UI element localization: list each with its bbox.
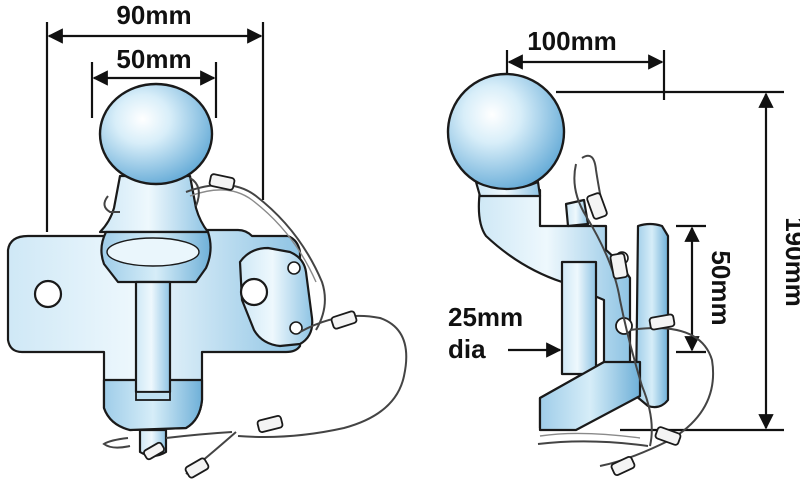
safety-cable-upper-shadow bbox=[189, 189, 317, 283]
lower-body bbox=[102, 378, 204, 432]
cable-sleeve-2 bbox=[330, 310, 358, 330]
label-ball-diameter: 50mm bbox=[116, 44, 191, 74]
pin-base bbox=[135, 391, 171, 401]
side-view bbox=[446, 50, 784, 476]
lug-eye-bottom bbox=[289, 321, 303, 335]
rear-plate bbox=[634, 222, 670, 409]
coupling-pin bbox=[134, 280, 172, 394]
label-pin-spacing: 50mm bbox=[706, 250, 736, 325]
side-cable-main bbox=[573, 163, 653, 447]
tow-ball bbox=[98, 82, 214, 186]
spring-clip-right bbox=[189, 177, 200, 207]
r-clip-arm bbox=[165, 431, 233, 439]
lug-hole bbox=[239, 277, 269, 307]
cable-sleeve-3 bbox=[256, 415, 284, 433]
side-tow-ball bbox=[446, 72, 566, 192]
bolt-hole bbox=[33, 279, 63, 309]
r-clip bbox=[102, 437, 131, 449]
side-spring-clip bbox=[539, 432, 641, 439]
collar-highlight bbox=[106, 237, 200, 267]
spring-clip-left bbox=[103, 195, 120, 213]
side-cable-sleeve-2 bbox=[609, 252, 629, 280]
side-cable-sleeve-1 bbox=[586, 192, 608, 220]
side-coupling-pin bbox=[560, 260, 598, 376]
label-pin-diameter-2: dia bbox=[448, 334, 486, 364]
label-pin-diameter-1: 25mm bbox=[448, 302, 523, 332]
label-height-overall: 190mm bbox=[780, 217, 800, 307]
side-cable-sleeve-4 bbox=[654, 426, 682, 446]
label-ball-offset: 100mm bbox=[527, 26, 617, 56]
cable-sleeve-5 bbox=[143, 441, 165, 461]
bottom-jaw bbox=[538, 360, 642, 432]
side-cable-sleeve-3 bbox=[648, 313, 676, 331]
lug-eye-top bbox=[287, 261, 301, 275]
front-view bbox=[6, 22, 408, 479]
side-ball-neck bbox=[474, 180, 542, 198]
side-spring-clip-2 bbox=[537, 440, 649, 447]
side-cable-sleeve-5 bbox=[610, 456, 636, 476]
cable-sleeve-1 bbox=[208, 173, 236, 191]
cable-sleeve-4 bbox=[184, 457, 210, 479]
side-cable-loop bbox=[599, 327, 714, 467]
label-width-overall: 90mm bbox=[116, 0, 191, 30]
